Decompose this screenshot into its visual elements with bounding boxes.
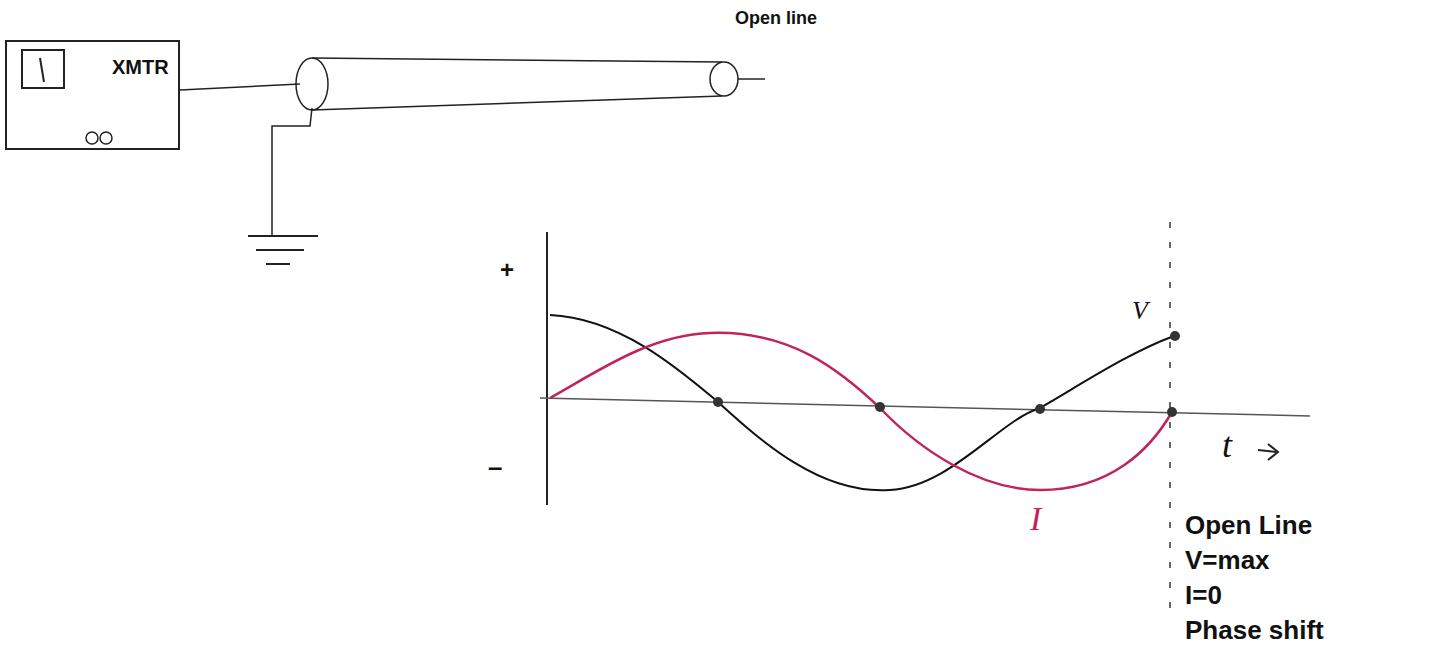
knob [86, 132, 98, 144]
time-arrow [1258, 450, 1276, 452]
center-conductor [738, 78, 765, 80]
voltage-curve [550, 315, 1174, 490]
curve-label: V [1132, 296, 1148, 326]
note: Open Line [1185, 510, 1312, 541]
coax-shield [312, 58, 722, 62]
x-axis [540, 398, 1310, 416]
zero-crossing-dot [1167, 407, 1177, 417]
y-axis [546, 232, 548, 505]
note: I=0 [1185, 580, 1222, 611]
transmitter-box: XMTR [5, 40, 180, 150]
ground-symbol [248, 235, 318, 237]
zero-crossing-dot [713, 397, 723, 407]
meter-needle [40, 58, 44, 82]
axis-sign: – [488, 452, 502, 483]
time-arrow [1268, 444, 1278, 460]
peak-dot [1170, 331, 1180, 341]
node-text: XMTR [112, 56, 169, 79]
zero-crossing-dot [1035, 404, 1045, 414]
note: V=max [1185, 545, 1270, 576]
current-curve [550, 333, 1172, 490]
coax-end [710, 62, 738, 96]
meter [22, 50, 64, 88]
line-title: Open line [735, 8, 817, 29]
ground-wire [272, 108, 312, 236]
knob [100, 132, 112, 144]
ground-symbol [266, 263, 290, 265]
coax-shield [312, 96, 722, 110]
curve-label: I [1030, 500, 1041, 538]
axis-label: t [1222, 424, 1232, 466]
axis-sign: + [500, 256, 514, 284]
note: Phase shift [1185, 615, 1324, 646]
ground-symbol [256, 249, 304, 251]
coax-end [296, 58, 328, 110]
zero-crossing-dot [875, 402, 885, 412]
feed-wire [180, 84, 300, 90]
